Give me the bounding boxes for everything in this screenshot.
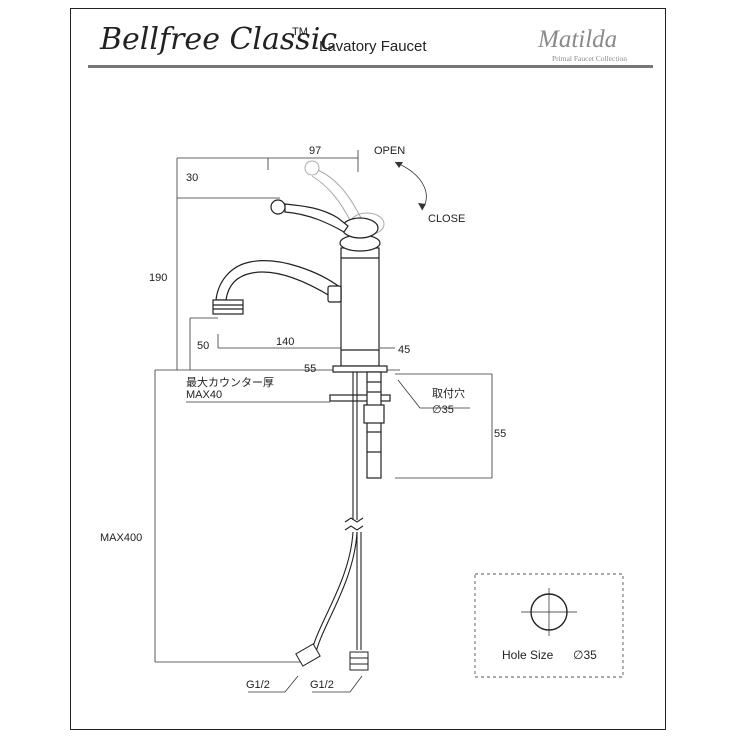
matilda-logo: Matilda	[538, 26, 618, 53]
dim-140: 140	[276, 336, 294, 348]
brand-title: Bellfree Classic	[100, 22, 338, 57]
arrow-head-close	[418, 203, 426, 210]
lock-nut	[363, 404, 385, 424]
lever-knob	[270, 199, 286, 215]
g-half-left: G1/2	[246, 679, 270, 691]
counter-thickness-max: MAX40	[186, 389, 222, 401]
fitting-left	[295, 643, 321, 667]
open-close-arrow	[394, 161, 427, 211]
mounting-hole-dia: ∅35	[432, 404, 454, 416]
hole-size-label: Hole Size	[502, 648, 554, 662]
logo-tagline: Primal Faucet Collection	[552, 54, 627, 63]
hole-leader	[397, 379, 470, 409]
faucet-body	[212, 199, 391, 479]
hole-size-dia: ∅35	[573, 648, 597, 662]
dim-55-shank: 55	[494, 428, 506, 440]
dim-190: 190	[149, 272, 167, 284]
lever-handle	[284, 203, 349, 233]
fitting-right	[349, 651, 369, 671]
header-rule	[88, 65, 653, 68]
dim-55-base: 55	[304, 363, 316, 375]
dim-max400: MAX400	[100, 532, 142, 544]
dim-45: 45	[398, 344, 410, 356]
spout	[215, 260, 342, 301]
supply-hoses	[311, 372, 364, 653]
faucet-column	[340, 247, 380, 367]
open-label: OPEN	[374, 145, 405, 157]
g-half-right: G1/2	[310, 679, 334, 691]
hole-size-box	[474, 573, 624, 678]
product-name: Lavatory Faucet	[319, 38, 427, 55]
mounting-washer	[329, 394, 391, 402]
mounting-hole-jp: 取付穴	[432, 386, 465, 400]
threaded-shank	[366, 371, 382, 479]
hose-fittings	[295, 643, 369, 671]
counter-thickness-jp: 最大カウンター厚	[186, 375, 274, 389]
g-left-leader	[248, 675, 299, 693]
close-label: CLOSE	[428, 213, 465, 225]
base-flange	[332, 365, 388, 373]
dim-30: 30	[186, 172, 198, 184]
dim-50: 50	[197, 340, 209, 352]
trademark-mark: TM	[292, 26, 308, 38]
dim-97: 97	[309, 145, 321, 157]
aerator	[212, 299, 244, 315]
g-right-leader	[312, 675, 363, 693]
arrow-head-open	[395, 162, 403, 168]
